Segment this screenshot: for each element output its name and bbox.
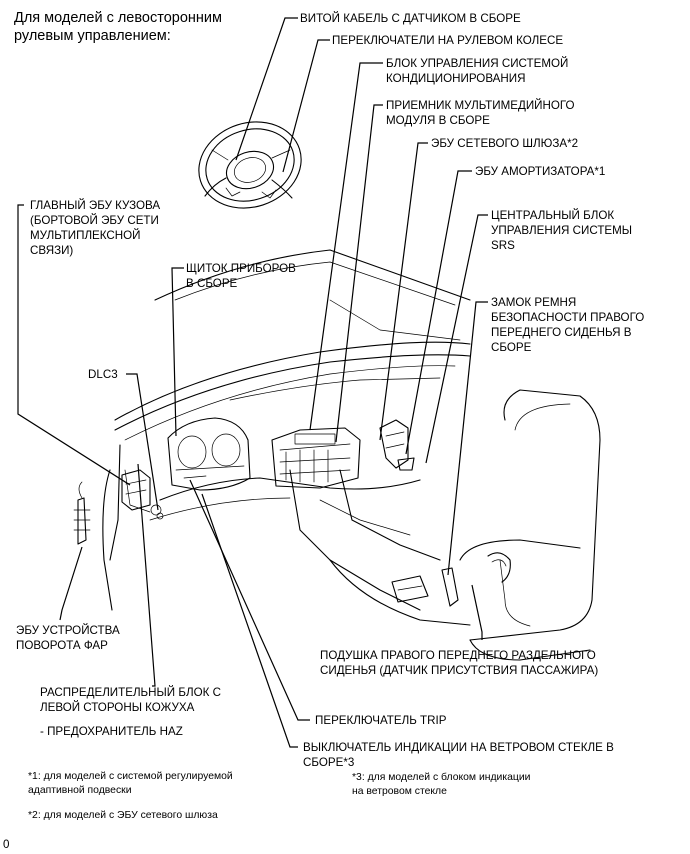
label-junction-block: РАСПРЕДЕЛИТЕЛЬНЫЙ БЛОК С ЛЕВОЙ СТОРОНЫ К… — [40, 686, 221, 714]
label-multimedia: ПРИЕМНИК МУЛЬТИМЕДИЙНОГО МОДУЛЯ В СБОРЕ — [386, 99, 575, 127]
label-seatbelt-buckle: ЗАМОК РЕМНЯ БЕЗОПАСНОСТИ ПРАВОГО ПЕРЕДНЕ… — [491, 296, 645, 354]
center-stack-illustration — [271, 427, 361, 489]
footnote-1: *1: для моделей с системой регулируемой … — [28, 771, 233, 796]
label-seat-cushion-sensor: ПОДУШКА ПРАВОГО ПЕРЕДНЕГО РАЗДЕЛЬНОГО СИ… — [320, 649, 599, 677]
seat-illustration — [459, 389, 601, 661]
footnote-3: *3: для моделей с блоком индикации на ве… — [352, 772, 531, 797]
label-srs-unit: ЦЕНТРАЛЬНЫЙ БЛОК УПРАВЛЕНИЯ СИСТЕМЫ SRS — [491, 209, 633, 252]
figure-number: 0 — [3, 838, 10, 851]
steering-wheel-illustration — [198, 121, 302, 209]
label-headlamp-swivel-ecu: ЭБУ УСТРОЙСТВА ПОВОРОТА ФАР — [16, 624, 120, 652]
combination-meter-illustration — [167, 417, 251, 491]
label-dlc3: DLC3 — [88, 368, 118, 381]
gateway-ecu-illustration — [379, 419, 415, 471]
label-hud-switch: ВЫКЛЮЧАТЕЛЬ ИНДИКАЦИИ НА ВЕТРОВОМ СТЕКЛЕ… — [303, 741, 614, 769]
label-spiral-cable: ВИТОЙ КАБЕЛЬ С ДАТЧИКОМ В СБОРЕ — [300, 12, 521, 25]
main-body-ecu-illustration — [121, 469, 164, 520]
leader-lines — [17, 17, 488, 748]
label-main-body-ecu: ГЛАВНЫЙ ЭБУ КУЗОВА (БОРТОВОЙ ЭБУ СЕТИ МУ… — [30, 199, 161, 257]
headlamp-ecu-illustration — [73, 481, 91, 545]
label-absorber-ecu: ЭБУ АМОРТИЗАТОРА*1 — [475, 165, 606, 178]
label-haz-fuse: - ПРЕДОХРАНИТЕЛЬ HAZ — [40, 725, 183, 738]
dashboard-illustration — [102, 249, 471, 626]
label-ac-control: БЛОК УПРАВЛЕНИЯ СИСТЕМОЙ КОНДИЦИОНИРОВАН… — [386, 57, 569, 85]
page-heading: Для моделей с левосторонним рулевым упра… — [14, 10, 222, 44]
label-gateway-ecu: ЭБУ СЕТЕВОГО ШЛЮЗА*2 — [431, 137, 579, 150]
label-combination-meter: ЩИТОК ПРИБОРОВ В СБОРЕ — [186, 262, 296, 290]
label-steering-switches: ПЕРЕКЛЮЧАТЕЛИ НА РУЛЕВОМ КОЛЕСЕ — [332, 34, 564, 47]
footnote-2: *2: для моделей с ЭБУ сетевого шлюза — [28, 810, 218, 821]
label-trip-switch: ПЕРЕКЛЮЧАТЕЛЬ TRIP — [315, 714, 447, 727]
